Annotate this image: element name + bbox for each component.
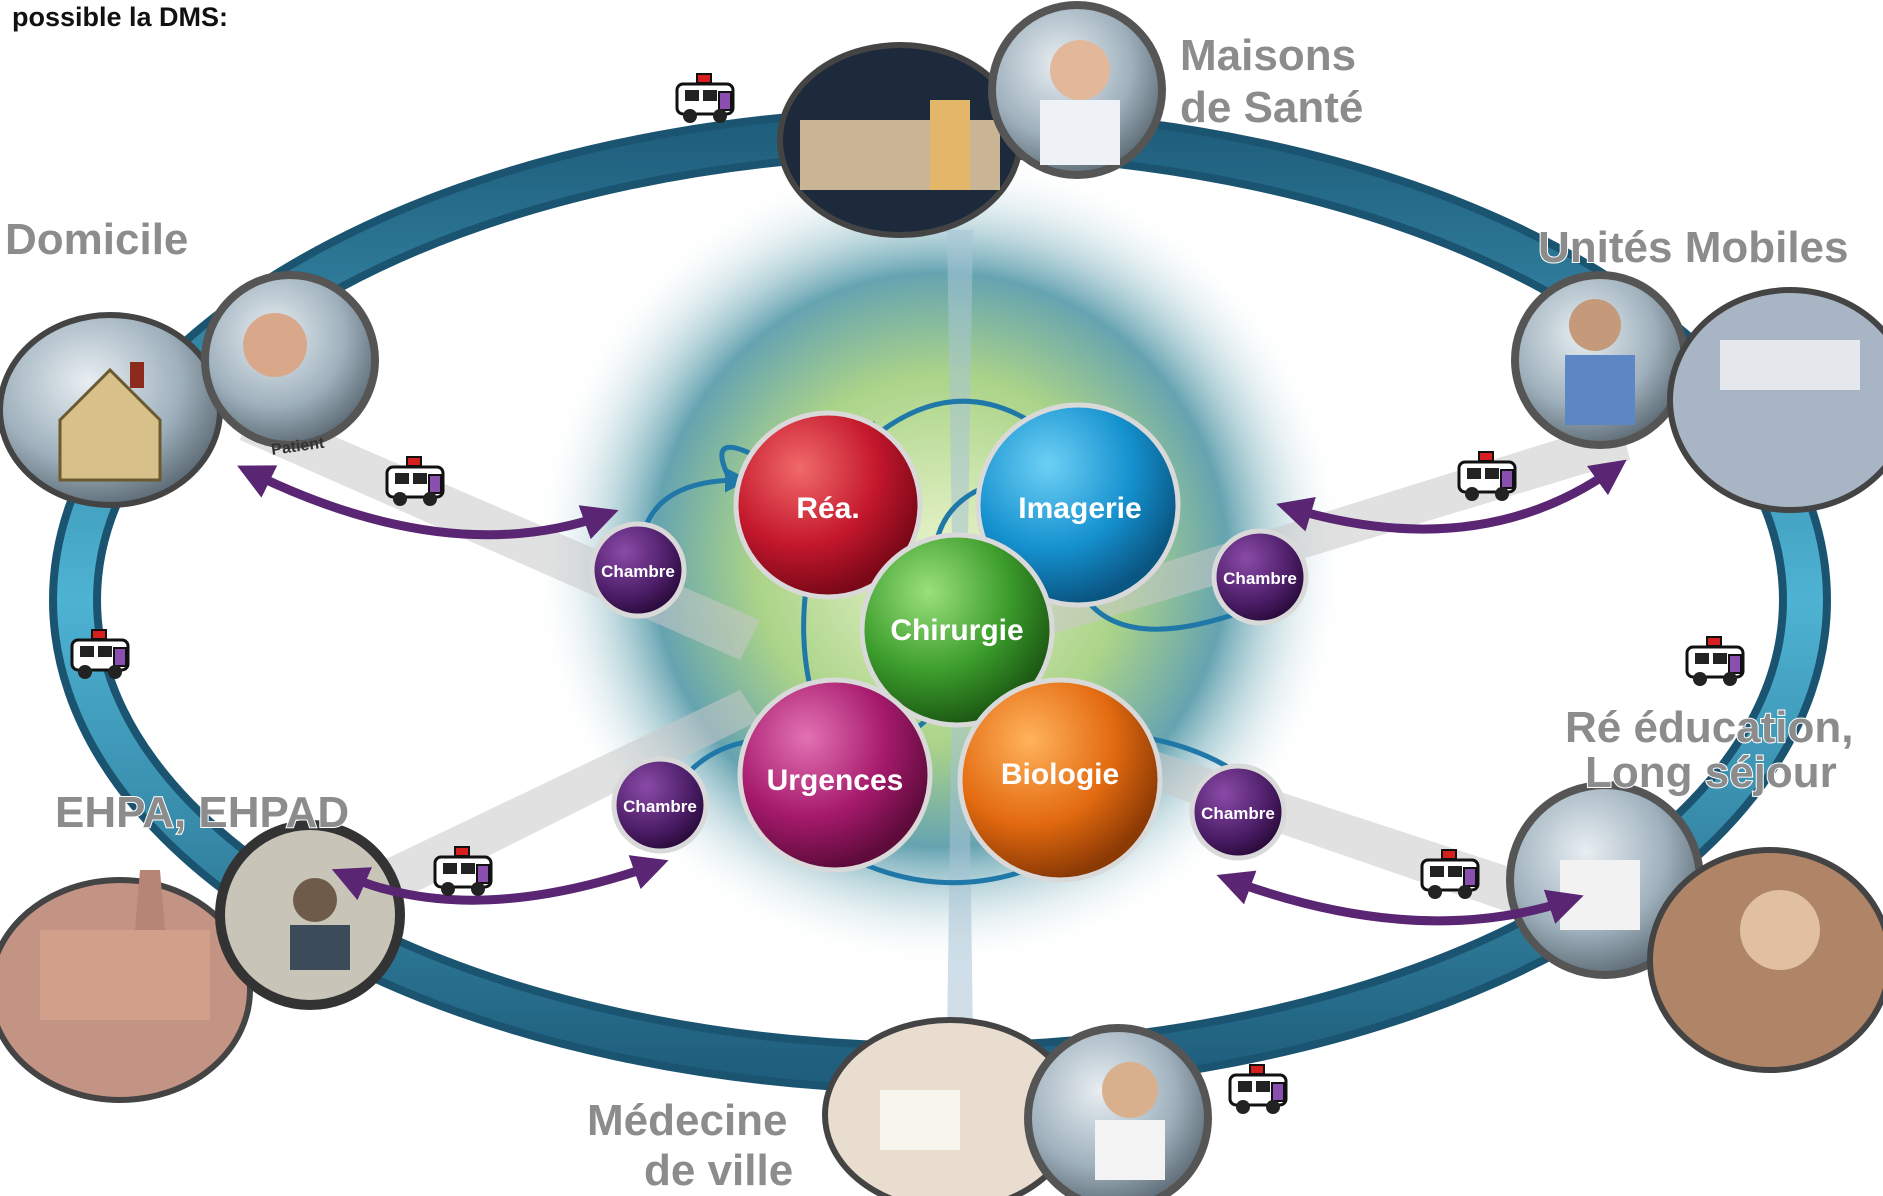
site-medecine-de-ville [822,1017,1212,1196]
service-chirurgie: Chirurgie [859,532,1055,728]
chambre-upper-right: Chambre [1211,528,1309,626]
label-domicile: Domicile [5,215,188,264]
label-ehpad: EHPA, EHPAD [55,788,349,837]
label-biologie: Biologie [1001,758,1119,791]
chambre-upper-left: Chambre [589,521,687,619]
label-medecine-line2: de ville [644,1146,793,1195]
label-chirurgie: Chirurgie [890,614,1023,647]
ambulance-icon [1685,635,1745,688]
chambre-label: Chambre [1201,804,1275,823]
arrow-domicile-chambre [237,465,619,540]
label-maisons-line1: Maisons [1180,31,1356,80]
arrow-reeducation-chambre [1216,870,1584,926]
site-reeducation [1506,781,1883,1073]
site-maisons-de-sante [777,1,1166,238]
label-medecine-line1: Médecine [587,1096,788,1145]
label-unites-mobiles: Unités Mobiles [1538,223,1849,272]
service-imagerie: Imagerie [975,402,1181,608]
chambre-lower-right: Chambre [1189,763,1287,861]
site-domicile: Patient [0,271,379,508]
ambulance-icon [675,72,735,125]
label-reeducation-line1: Ré éducation, [1565,703,1854,752]
chambre-lower-left: Chambre [611,756,709,854]
ambulance-icon [1228,1063,1288,1116]
chambre-label: Chambre [623,797,697,816]
chambre-label: Chambre [601,562,675,581]
photo-thumbnail [1667,287,1883,513]
chambre-label: Chambre [1223,569,1297,588]
label-maisons-line2: de Santé [1180,83,1363,132]
service-rea: Réa. [733,410,923,600]
arrow-ehpad-chambre [331,855,669,905]
house-icon [58,367,162,482]
label-imagerie: Imagerie [1018,492,1141,525]
label-urgences: Urgences [767,764,904,797]
label-rea: Réa. [796,492,859,525]
arrow-unites-chambre [1276,459,1627,534]
site-unites-mobiles [1511,271,1883,513]
service-biologie: Biologie [957,677,1163,883]
transfer-arrows [237,459,1627,926]
spoke-top [947,230,973,540]
service-urgences: Urgences [737,677,933,873]
page-heading: possible la DMS: [12,2,229,32]
label-reeducation-line2: Long séjour [1585,748,1837,797]
